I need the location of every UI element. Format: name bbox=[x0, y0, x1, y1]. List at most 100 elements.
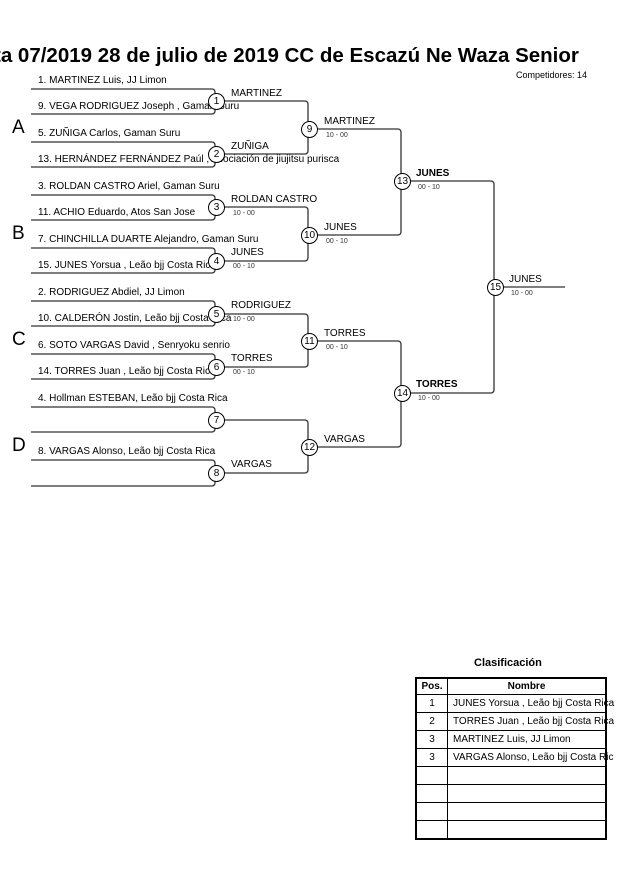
match-score: 00 - 10 bbox=[233, 263, 255, 270]
bracket-line bbox=[316, 398, 402, 448]
participant-name: 13. HERNÁNDEZ FERNÁNDEZ Paúl , Asociació… bbox=[38, 154, 340, 165]
bracket-line bbox=[31, 88, 216, 98]
match-node: 3 bbox=[208, 199, 225, 216]
bracket-line bbox=[31, 263, 216, 274]
bracket-line bbox=[31, 141, 216, 151]
group-label-d: D bbox=[12, 435, 26, 456]
participant-name: 4. Hollman ESTEBAN, Leão bjj Costa Rica bbox=[38, 393, 228, 404]
participant-name: 7. CHINCHILLA DUARTE Alejandro, Gaman Su… bbox=[38, 234, 259, 245]
table-row bbox=[415, 766, 607, 785]
participant-name: 11. ACHIO Eduardo, Atos San Jose bbox=[38, 207, 196, 218]
table-row bbox=[415, 784, 607, 803]
name-cell: VARGAS Alonso, Leão bjj Costa Ric bbox=[447, 748, 613, 767]
match-node: 7 bbox=[208, 412, 225, 429]
match-winner: VARGAS bbox=[324, 434, 365, 445]
match-node: 5 bbox=[208, 306, 225, 323]
match-score: 10 - 00 bbox=[326, 132, 348, 139]
bracket-line bbox=[316, 340, 402, 388]
bracket-line bbox=[31, 194, 216, 204]
classification-title: Clasificación bbox=[474, 657, 542, 669]
group-label-a: A bbox=[12, 117, 25, 138]
match-node-final: 15 bbox=[487, 279, 504, 296]
bracket-line bbox=[31, 210, 216, 221]
match-score: 00 - 10 bbox=[418, 184, 440, 191]
match-winner: MARTINEZ bbox=[324, 116, 375, 127]
bracket-line bbox=[31, 459, 216, 469]
participant-name: 15. JUNES Yorsua , Leão bjj Costa Rica bbox=[38, 260, 216, 271]
match-winner: RODRIGUEZ bbox=[231, 300, 291, 311]
match-score: 10 - 00 bbox=[418, 395, 440, 402]
participant-name: 5. ZUÑIGA Carlos, Gaman Suru bbox=[38, 128, 181, 139]
name-cell: MARTINEZ Luis, JJ Limon bbox=[447, 730, 607, 749]
page-title: ta 07/2019 28 de julio de 2019 CC de Esc… bbox=[0, 44, 579, 67]
bracket-line bbox=[31, 316, 216, 327]
column-header-name: Nombre bbox=[447, 677, 607, 695]
position-cell bbox=[415, 820, 448, 840]
bracket-line bbox=[223, 206, 309, 230]
position-cell: 1 bbox=[415, 694, 448, 713]
bracket-line bbox=[31, 157, 216, 168]
bracket-line bbox=[31, 353, 216, 363]
position-cell: 2 bbox=[415, 712, 448, 731]
table-row bbox=[415, 802, 607, 821]
bracket-line bbox=[223, 134, 309, 155]
match-score: 00 - 10 bbox=[326, 238, 348, 245]
match-node: 13 bbox=[394, 173, 411, 190]
participant-name: 8. VARGAS Alonso, Leão bjj Costa Rica bbox=[38, 446, 216, 457]
match-winner: TORRES bbox=[416, 379, 458, 390]
match-node: 14 bbox=[394, 385, 411, 402]
match-winner: MARTINEZ bbox=[231, 88, 282, 99]
participant-name: 9. VEGA RODRIGUEZ Joseph , Gaman Suru bbox=[38, 101, 240, 112]
bracket-line bbox=[223, 313, 309, 336]
position-cell bbox=[415, 784, 448, 803]
group-label-c: C bbox=[12, 329, 26, 350]
match-score: 10 - 00 bbox=[233, 210, 255, 217]
match-winner: TORRES bbox=[231, 353, 273, 364]
table-row bbox=[415, 820, 607, 840]
match-winner: VARGAS bbox=[231, 459, 272, 470]
participant-name: 10. CALDERÓN Jostin, Leão bjj Costa Rica bbox=[38, 313, 232, 324]
match-score: 00 - 10 bbox=[326, 344, 348, 351]
participant-name: 3. ROLDAN CASTRO Ariel, Gaman Suru bbox=[38, 181, 220, 192]
group-label-b: B bbox=[12, 223, 25, 244]
position-cell: 3 bbox=[415, 730, 448, 749]
bracket-line bbox=[409, 180, 495, 282]
table-header-row: Pos. Nombre bbox=[415, 677, 607, 695]
bracket-line bbox=[31, 475, 216, 487]
position-cell bbox=[415, 766, 448, 785]
match-node: 6 bbox=[208, 359, 225, 376]
champion-name: JUNES bbox=[509, 274, 542, 285]
name-cell: TORRES Juan , Leão bjj Costa Rica bbox=[447, 712, 614, 731]
bracket-line bbox=[223, 240, 309, 262]
bracket-line bbox=[31, 300, 216, 310]
match-winner: ROLDAN CASTRO bbox=[231, 194, 318, 205]
match-score: 00 - 10 bbox=[233, 369, 255, 376]
name-cell bbox=[447, 784, 607, 803]
name-cell bbox=[447, 802, 607, 821]
match-node: 10 bbox=[301, 227, 318, 244]
bracket-line bbox=[223, 419, 309, 442]
match-winner: JUNES bbox=[416, 168, 450, 179]
competitors-count: Competidores: 14 bbox=[516, 70, 588, 80]
position-cell: 3 bbox=[415, 748, 448, 767]
match-node: 4 bbox=[208, 253, 225, 270]
match-node: 1 bbox=[208, 93, 225, 110]
match-winner: JUNES bbox=[231, 247, 264, 258]
column-header-pos: Pos. bbox=[415, 677, 448, 695]
bracket-line bbox=[316, 128, 402, 176]
bracket-line bbox=[31, 422, 216, 433]
participant-name: 2. RODRIGUEZ Abdiel, JJ Limon bbox=[38, 287, 185, 298]
bracket-line bbox=[223, 452, 309, 474]
match-score: 10 - 00 bbox=[233, 316, 255, 323]
match-node: 12 bbox=[301, 439, 318, 456]
match-winner: ZUÑIGA bbox=[231, 141, 269, 152]
bracket-line bbox=[223, 346, 309, 368]
match-node: 8 bbox=[208, 465, 225, 482]
name-cell bbox=[447, 820, 607, 840]
name-cell: JUNES Yorsua , Leão bjj Costa Rica bbox=[447, 694, 614, 713]
